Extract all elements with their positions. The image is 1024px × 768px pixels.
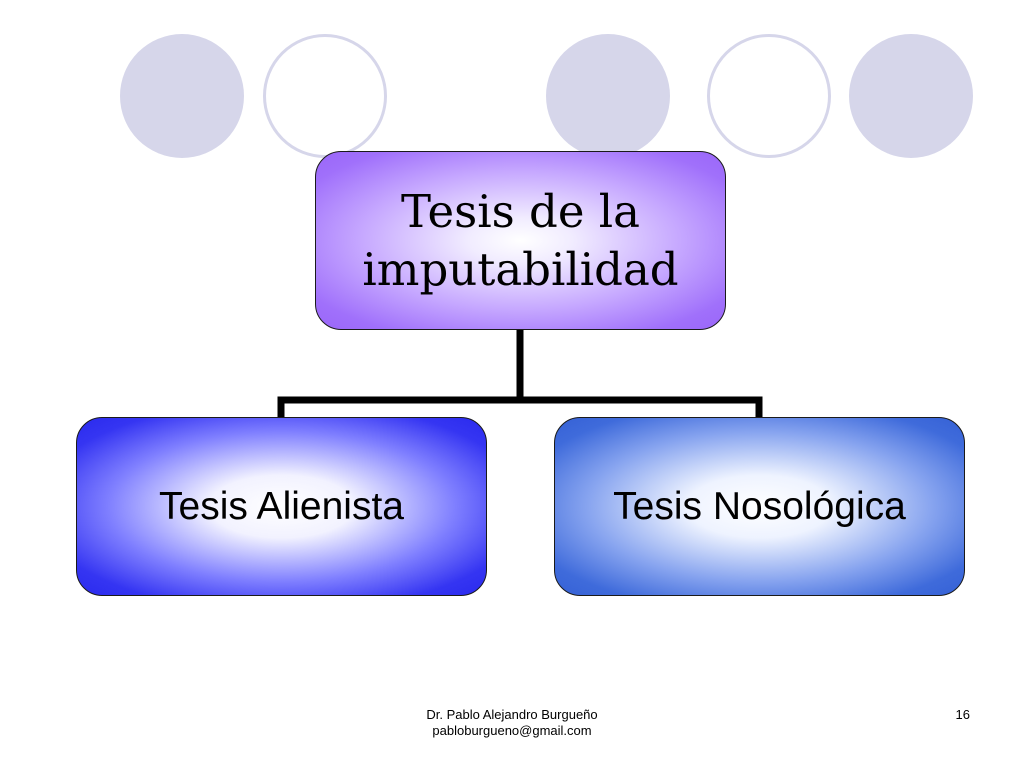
root-node: Tesis de la imputabilidad — [315, 151, 726, 330]
page-number: 16 — [955, 707, 970, 722]
decorative-circle-outline — [707, 34, 831, 158]
footer-author: Dr. Pablo Alejandro Burgueño — [426, 707, 598, 722]
footer-email: pabloburgueno@gmail.com — [432, 723, 592, 738]
child-node-nosologica: Tesis Nosológica — [554, 417, 965, 596]
root-node-line-1: Tesis de la — [401, 184, 640, 238]
child-node-alienista: Tesis Alienista — [76, 417, 487, 596]
decorative-circle-outline — [263, 34, 387, 158]
decorative-circle-filled — [546, 34, 670, 158]
child-node-label: Tesis Nosológica — [613, 484, 906, 528]
decorative-circle-filled — [120, 34, 244, 158]
root-node-line-2: imputabilidad — [362, 242, 679, 296]
root-node-label: Tesis de la imputabilidad — [342, 183, 698, 299]
child-node-label: Tesis Alienista — [159, 484, 404, 528]
decorative-circle-filled — [849, 34, 973, 158]
